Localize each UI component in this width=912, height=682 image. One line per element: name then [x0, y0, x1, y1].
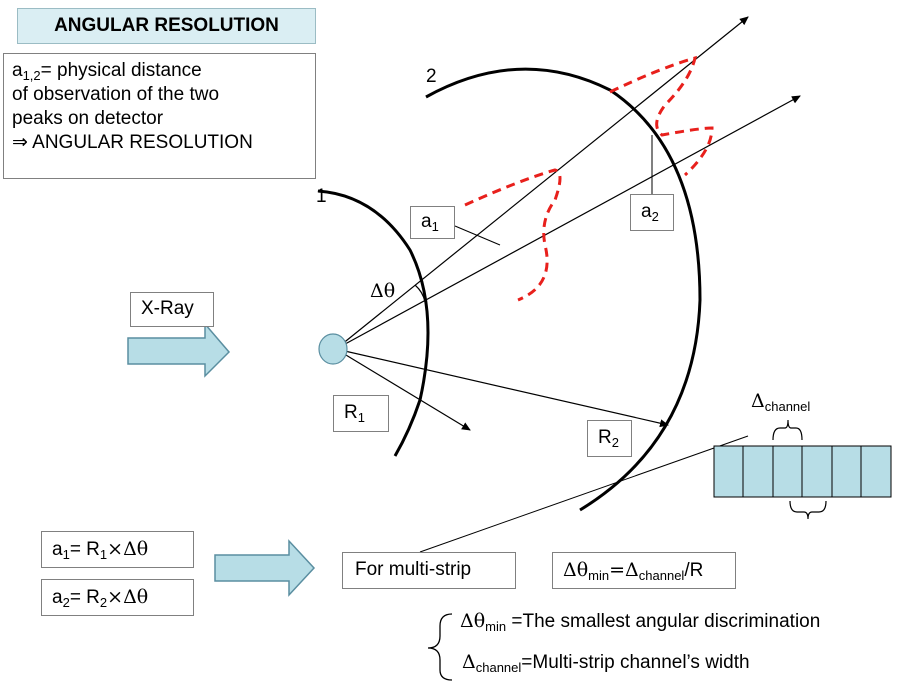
resolution-formula-box: Δθmin=Δchannel/R [552, 552, 736, 589]
description-line-1: a1,2= physical distance [12, 59, 307, 83]
formula-a1-box: a1= R1×Δθ [41, 531, 194, 568]
formula-a2-r-subscript: 2 [99, 595, 108, 610]
peak-profile-1 [464, 168, 562, 302]
a1-symbol: a [421, 211, 432, 232]
xray-label-box: X-Ray [130, 292, 214, 327]
delta-theta-label: Δθ [370, 280, 396, 302]
a1-label-box: a1 [410, 206, 455, 239]
formula-a1-tail: ×Δθ [107, 538, 149, 560]
arc-1-number: 1 [316, 186, 327, 207]
xray-source [318, 333, 348, 365]
definition-2-text: =Multi-strip channel’s width [521, 652, 750, 673]
resolution-eq: =Δ [609, 559, 639, 581]
formula-a2-tail: ×Δθ [107, 586, 149, 608]
delta-theta-arc [414, 284, 426, 303]
resolution-lhs-subscript: min [588, 568, 610, 583]
r1-label-box: R1 [333, 395, 389, 432]
multistrip-box: For multi-strip [342, 552, 516, 589]
ray-r1 [335, 348, 471, 431]
formula-a2-subscript: 2 [62, 595, 70, 610]
a1-leader [454, 225, 501, 246]
channel-brace-bottom [789, 500, 827, 520]
definition-2-subscript: channel [475, 660, 522, 675]
formula-a1-subscript: 1 [62, 547, 70, 562]
definition-1-subscript: min [485, 619, 507, 634]
resolution-tail: /R [684, 560, 704, 581]
page-title: ANGULAR RESOLUTION [17, 8, 316, 44]
description-line-3: peaks on detector [12, 108, 164, 129]
ray-r2 [335, 348, 669, 428]
a12-symbol: a [12, 60, 23, 81]
description-box: a1,2= physical distance of observation o… [3, 53, 316, 179]
description-line-1-text: = physical distance [40, 60, 202, 81]
definition-1-text: =The smallest angular discrimination [506, 611, 821, 632]
arc-2-number: 2 [426, 66, 437, 87]
definition-1-symbol: Δθ [460, 610, 486, 632]
description-line-2: of observation of the two [12, 84, 220, 105]
formula-a1-eq: = R [69, 539, 100, 560]
r2-symbol: R [598, 427, 612, 448]
a1-subscript: 1 [431, 219, 439, 234]
definition-2-symbol: Δ [462, 651, 476, 673]
a2-label-box: a2 [630, 194, 674, 231]
formula-a1-r-subscript: 1 [99, 547, 108, 562]
delta-channel-symbol: Δ [751, 390, 765, 412]
channel-brace-top [772, 419, 803, 441]
definition-channel-width: Δchannel=Multi-strip channel’s width [462, 651, 750, 674]
multistrip-leader [419, 435, 749, 553]
r2-label-box: R2 [587, 420, 632, 457]
delta-channel-label: Δchannel [751, 390, 810, 413]
ray-lower [335, 95, 801, 350]
formula-a2-eq: = R [69, 587, 100, 608]
a2-subscript: 2 [651, 209, 659, 224]
formula-a2-box: a2= R2×Δθ [41, 579, 194, 616]
formula-arrow [214, 539, 316, 597]
a12-subscript: 1,2 [22, 68, 41, 83]
xray-arrow [127, 321, 231, 378]
description-line-4: ⇒ ANGULAR RESOLUTION [12, 132, 253, 153]
detector-arc-2 [425, 67, 702, 512]
resolution-rhs-subscript: channel [638, 568, 685, 583]
ray-upper [335, 16, 749, 350]
resolution-lhs: Δθ [563, 559, 589, 581]
r2-subscript: 2 [611, 435, 619, 450]
r1-symbol: R [344, 402, 358, 423]
formula-a2-symbol: a [52, 587, 63, 608]
formula-a1-symbol: a [52, 539, 63, 560]
r1-subscript: 1 [357, 410, 365, 425]
definition-min-angle: Δθmin =The smallest angular discriminati… [460, 610, 820, 633]
a2-symbol: a [641, 201, 652, 222]
delta-channel-subscript: channel [764, 399, 811, 414]
detector-strip [713, 445, 892, 498]
definitions-brace [427, 613, 453, 681]
